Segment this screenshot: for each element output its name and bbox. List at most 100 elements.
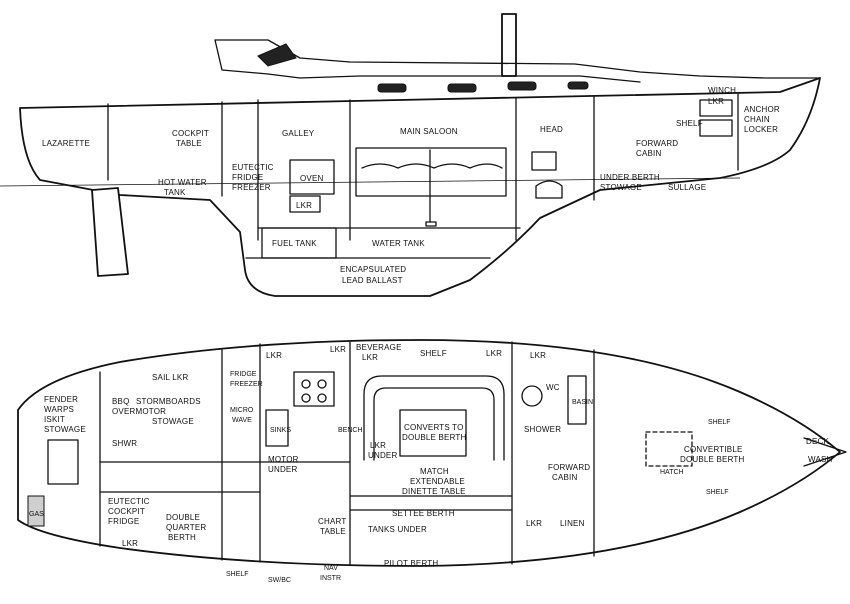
label-sail-lkr: SAIL LKR	[152, 373, 188, 382]
label-lkr-a: LKR	[266, 351, 282, 360]
label-under-berth-2: STOWAGE	[600, 183, 642, 192]
label-hatch: HATCH	[660, 469, 684, 476]
label-beverage-2: LKR	[362, 353, 378, 362]
label-tanks-under: TANKS UNDER	[368, 525, 427, 534]
label-nav-1: NAV	[324, 565, 338, 572]
label-match-3: DINETTE TABLE	[402, 487, 466, 496]
label-fender-3: ISKIT	[44, 415, 65, 424]
gas-locker	[27, 495, 45, 527]
cabin-window	[377, 83, 407, 93]
lkr-box	[289, 195, 321, 213]
label-bbq-1: BBQ	[112, 397, 130, 406]
label-anchor-1: ANCHOR	[744, 105, 780, 114]
label-pilot-berth: PILOT BERTH	[384, 559, 438, 568]
label-lkr-c: LKR	[486, 349, 502, 358]
side-profile	[0, 13, 821, 297]
label-bbq-2: OVERMOTOR	[112, 407, 166, 416]
hull-profile	[19, 77, 821, 297]
label-lkr-e: LKR	[122, 539, 138, 548]
label-eutectic-1: EUTECTIC	[232, 163, 274, 172]
wc-bowl	[521, 385, 543, 407]
label-cockpit-table-2: TABLE	[176, 139, 202, 148]
label-anchor-2: CHAIN	[744, 115, 770, 124]
galley-stove	[293, 371, 335, 407]
transom-box	[47, 439, 79, 485]
label-lkr-d: LKR	[530, 351, 546, 360]
label-hot-water-2: TANK	[164, 188, 186, 197]
label-converts-2: DOUBLE BERTH	[402, 433, 467, 442]
label-linen: LINEN	[560, 519, 585, 528]
label-stormboards-2: STOWAGE	[152, 417, 194, 426]
hull-plan	[17, 339, 841, 567]
label-eutectic-3: FREEZER	[232, 183, 271, 192]
label-stormboards-1: STORMBOARDS	[136, 397, 201, 406]
mast-stump	[501, 13, 517, 77]
label-lkr-under-1: LKR	[370, 441, 386, 450]
label-eutectic-p-2: COCKPIT	[108, 507, 145, 516]
dinette-table	[399, 409, 467, 457]
label-convertible-1: CONVERTIBLE	[684, 445, 743, 454]
label-forward-cabin-1: FORWARD	[636, 139, 678, 148]
label-sullage: SULLAGE	[668, 183, 706, 192]
label-fridge-2: FREEZER	[230, 381, 263, 388]
label-hot-water-1: HOT WATER	[158, 178, 207, 187]
label-forward-cabin-2: CABIN	[636, 149, 661, 158]
label-dq-berth-1: DOUBLE	[166, 513, 200, 522]
label-lkr: LKR	[296, 201, 312, 210]
label-water-tank: WATER TANK	[372, 239, 425, 248]
cabin-window	[447, 83, 477, 93]
deck-plan	[17, 339, 847, 567]
label-oven: OVEN	[300, 174, 323, 183]
label-fridge-1: FRIDGE	[230, 371, 257, 378]
label-ballast-1: ENCAPSULATED	[340, 265, 406, 274]
label-winch-1: WINCH	[708, 86, 736, 95]
label-motor-under-1: MOTOR	[268, 455, 299, 464]
rudder	[91, 187, 129, 277]
label-galley: GALLEY	[282, 129, 315, 138]
label-sinks: SINKS	[270, 427, 291, 434]
label-under-berth-1: UNDER BERTH	[600, 173, 660, 182]
cabin-top	[214, 39, 821, 79]
label-chart-1: CHART	[318, 517, 346, 526]
label-settee: SETTEE BERTH	[392, 509, 455, 518]
profile-labels: LAZARETTE COCKPIT TABLE GALLEY MAIN SALO…	[42, 86, 780, 285]
label-fwd-cabin-1: FORWARD	[548, 463, 590, 472]
label-eutectic-p-3: FRIDGE	[108, 517, 139, 526]
label-match-1: MATCH	[420, 467, 449, 476]
basin-box	[567, 375, 587, 425]
label-swbc: SW/BC	[268, 577, 291, 584]
label-shelf-plan: SHELF	[420, 349, 447, 358]
label-converts-1: CONVERTS TO	[404, 423, 464, 432]
label-nav-2: INSTR	[320, 575, 341, 582]
label-lazarette: LAZARETTE	[42, 139, 90, 148]
label-beverage-1: BEVERAGE	[356, 343, 402, 352]
label-anchor-3: LOCKER	[744, 125, 778, 134]
label-lkr-b: LKR	[330, 345, 346, 354]
fuel-tank	[261, 227, 337, 259]
label-chart-2: TABLE	[320, 527, 346, 536]
waterline	[0, 177, 741, 187]
head-sink	[531, 151, 557, 171]
dinette-u	[363, 375, 505, 461]
label-match-2: EXTENDABLE	[410, 477, 465, 486]
label-eutectic-2: FRIDGE	[232, 173, 263, 182]
galley-sinks	[265, 409, 289, 447]
label-motor-under-2: UNDER	[268, 465, 297, 474]
cabin-window	[507, 81, 537, 91]
label-fwd-cabin-2: CABIN	[552, 473, 577, 482]
label-deck-wash-2: WASH	[808, 455, 833, 464]
label-fender-1: FENDER	[44, 395, 78, 404]
label-winch-2: LKR	[708, 97, 724, 106]
label-shwr: SHWR	[112, 439, 137, 448]
label-shower: SHOWER	[524, 425, 561, 434]
dinette-seats	[355, 147, 507, 197]
label-fuel-tank: FUEL TANK	[272, 239, 317, 248]
label-fender-2: WARPS	[44, 405, 74, 414]
dodger-window	[257, 43, 297, 67]
label-dq-berth-3: BERTH	[168, 533, 196, 542]
label-shelf-aft: SHELF	[226, 571, 249, 578]
label-micro-1: MICRO	[230, 407, 254, 414]
label-shelf-bow-b: SHELF	[706, 489, 729, 496]
label-head: HEAD	[540, 125, 563, 134]
